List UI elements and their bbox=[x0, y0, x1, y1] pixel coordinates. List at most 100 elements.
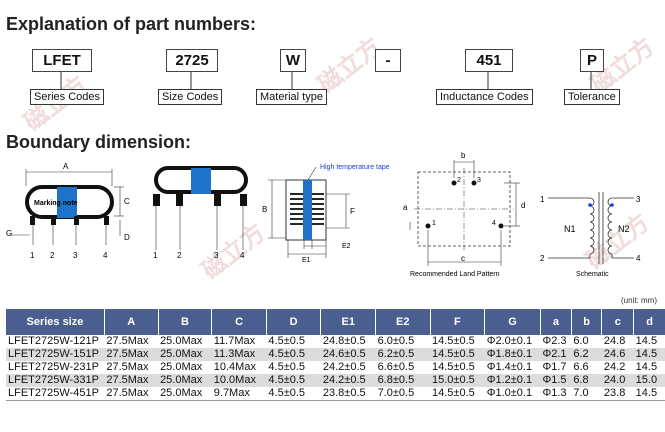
cell-f: 14.5±0.5 bbox=[432, 361, 475, 373]
cell-land-c: 24.2 bbox=[603, 361, 626, 373]
top-pin-2-label: 2 bbox=[177, 251, 182, 260]
land-pattern-caption: Recommended Land Pattern bbox=[410, 271, 500, 278]
col-f: F bbox=[430, 309, 486, 335]
sch-pin-1: 1 bbox=[540, 195, 545, 204]
cell-land-c: 24.0 bbox=[601, 374, 634, 387]
table-row: LFET2725W-151P 27.5Max 25.0Max 11.3Max 4… bbox=[6, 348, 665, 361]
col-land-d: d bbox=[633, 309, 665, 335]
col-c: C bbox=[211, 309, 267, 335]
cell-land-b: 7.0 bbox=[571, 387, 602, 401]
land-pin-2: 2 bbox=[457, 177, 461, 184]
cell-e2: 6.2±0.5 bbox=[375, 348, 431, 361]
pin-2-label: 2 bbox=[50, 251, 55, 260]
cell-b: 25.0Max bbox=[158, 387, 212, 401]
cell-land-a: Φ1.3 bbox=[540, 387, 572, 401]
cell-d: 4.5±0.5 bbox=[266, 374, 321, 387]
top-pin-4-label: 4 bbox=[240, 251, 245, 260]
cell-series: LFET2725W-451P bbox=[6, 387, 105, 401]
land-dim-a: a bbox=[403, 203, 408, 212]
cell-a: 27.5Max bbox=[104, 348, 159, 361]
col-series-size: Series size bbox=[6, 309, 105, 335]
part-code-connectors bbox=[60, 72, 592, 89]
col-e2: E2 bbox=[375, 309, 431, 335]
cell-land-b: 6.6 bbox=[573, 361, 589, 373]
cell-a: 27.5Max bbox=[104, 374, 159, 387]
unit-note: (unit: mm) bbox=[621, 296, 657, 305]
cell-land-b: 6.0 bbox=[573, 335, 589, 347]
pin-4-label: 4 bbox=[103, 251, 108, 260]
part-code-tolerance: P bbox=[580, 49, 604, 72]
cell-e1: 24.8±0.5 bbox=[322, 335, 366, 347]
cell-d: 4.5±0.5 bbox=[268, 361, 306, 373]
cell-e1: 23.8±0.5 bbox=[320, 387, 376, 401]
pin-3-label: 3 bbox=[73, 251, 78, 260]
table-row: LFET2725W-451P 27.5Max 25.0Max 9.7Max 4.… bbox=[6, 387, 665, 401]
cell-land-b: 6.2 bbox=[571, 348, 602, 361]
cell-land-c: 24.6 bbox=[601, 348, 634, 361]
part-code-inductance: 451 bbox=[465, 49, 513, 72]
cell-f: 15.0±0.5 bbox=[430, 374, 485, 387]
cell-series: LFET2725W-151P bbox=[6, 348, 105, 361]
cell-land-a: Φ2.3 bbox=[542, 335, 567, 347]
cell-e1: 24.6±0.5 bbox=[320, 348, 376, 361]
schematic-caption: Schematic bbox=[576, 271, 609, 278]
table-row: LFET2725W-121P 27.5Max 25.0Max 11.7Max 4… bbox=[6, 335, 665, 348]
cell-a: 27.5Max bbox=[106, 335, 149, 347]
land-pin-4: 4 bbox=[492, 220, 496, 227]
cell-b: 25.0Max bbox=[158, 374, 212, 387]
cell-b: 25.0Max bbox=[160, 361, 203, 373]
cell-c: 9.7Max bbox=[211, 387, 267, 401]
cell-e2: 6.6±0.5 bbox=[377, 361, 415, 373]
col-land-c: c bbox=[601, 309, 635, 335]
cell-e2: 7.0±0.5 bbox=[375, 387, 431, 401]
table-header-row: Series size A B C D E1 E2 F G a b c d bbox=[6, 309, 665, 335]
cell-b: 25.0Max bbox=[160, 335, 203, 347]
marking-note: Marking note bbox=[34, 200, 78, 207]
part-code-series: LFET bbox=[32, 49, 92, 72]
table-row: LFET2725W-231P 27.5Max 25.0Max 10.4Max 4… bbox=[6, 361, 665, 374]
schematic-n2: N2 bbox=[618, 224, 630, 234]
cell-f: 14.5±0.5 bbox=[430, 387, 485, 401]
col-land-a: a bbox=[540, 309, 572, 335]
cell-land-a: Φ2.1 bbox=[540, 348, 572, 361]
cell-land-d: 14.5 bbox=[635, 361, 658, 373]
land-pin-3: 3 bbox=[477, 177, 481, 184]
table-row: LFET2725W-331P 27.5Max 25.0Max 10.0Max 4… bbox=[6, 374, 665, 387]
top-pin-3-label: 3 bbox=[214, 251, 219, 260]
cell-d: 4.5±0.5 bbox=[266, 387, 321, 401]
col-a: A bbox=[104, 309, 159, 335]
cell-land-d: 15.0 bbox=[633, 374, 665, 387]
cell-a: 27.5Max bbox=[106, 361, 149, 373]
sch-pin-4: 4 bbox=[636, 254, 641, 263]
schematic-n1: N1 bbox=[564, 224, 576, 234]
part-code-material: W bbox=[280, 49, 306, 72]
dim-b-label: B bbox=[262, 205, 267, 214]
explanation-title: Explanation of part numbers: bbox=[6, 14, 257, 34]
land-pattern-drawing: 2 3 1 4 b d a c Recommended Land Pattern bbox=[403, 151, 525, 278]
cell-d: 4.5±0.5 bbox=[268, 335, 306, 347]
label-tolerance: Tolerance bbox=[564, 89, 620, 105]
top-view-drawing: 1 2 3 4 bbox=[153, 166, 248, 260]
pin-1-label: 1 bbox=[30, 251, 35, 260]
cell-e1: 24.2±0.5 bbox=[320, 374, 376, 387]
label-material-type: Material type bbox=[256, 89, 327, 105]
dimension-table: Series size A B C D E1 E2 F G a b c d LF… bbox=[6, 309, 665, 401]
cell-e2: 6.8±0.5 bbox=[375, 374, 431, 387]
land-dim-d: d bbox=[521, 201, 525, 210]
dim-e1-label: E1 bbox=[302, 257, 311, 264]
boundary-title: Boundary dimension: bbox=[6, 132, 192, 152]
dim-f-label: F bbox=[350, 207, 355, 216]
cell-land-a: Φ1.7 bbox=[542, 361, 567, 373]
cell-a: 27.5Max bbox=[104, 387, 159, 401]
part-code-dash: - bbox=[375, 49, 401, 72]
cell-g: Φ1.2±0.1 bbox=[484, 374, 541, 387]
col-land-b: b bbox=[571, 309, 603, 335]
cell-land-d: 14.5 bbox=[633, 387, 665, 401]
col-e1: E1 bbox=[320, 309, 377, 335]
cell-series: LFET2725W-331P bbox=[6, 374, 105, 387]
cell-f: 14.5±0.5 bbox=[432, 335, 475, 347]
label-size-codes: Size Codes bbox=[158, 89, 223, 105]
cell-c: 11.7Max bbox=[213, 335, 256, 347]
dim-a-label: A bbox=[63, 162, 69, 171]
cell-c: 10.0Max bbox=[211, 374, 267, 387]
